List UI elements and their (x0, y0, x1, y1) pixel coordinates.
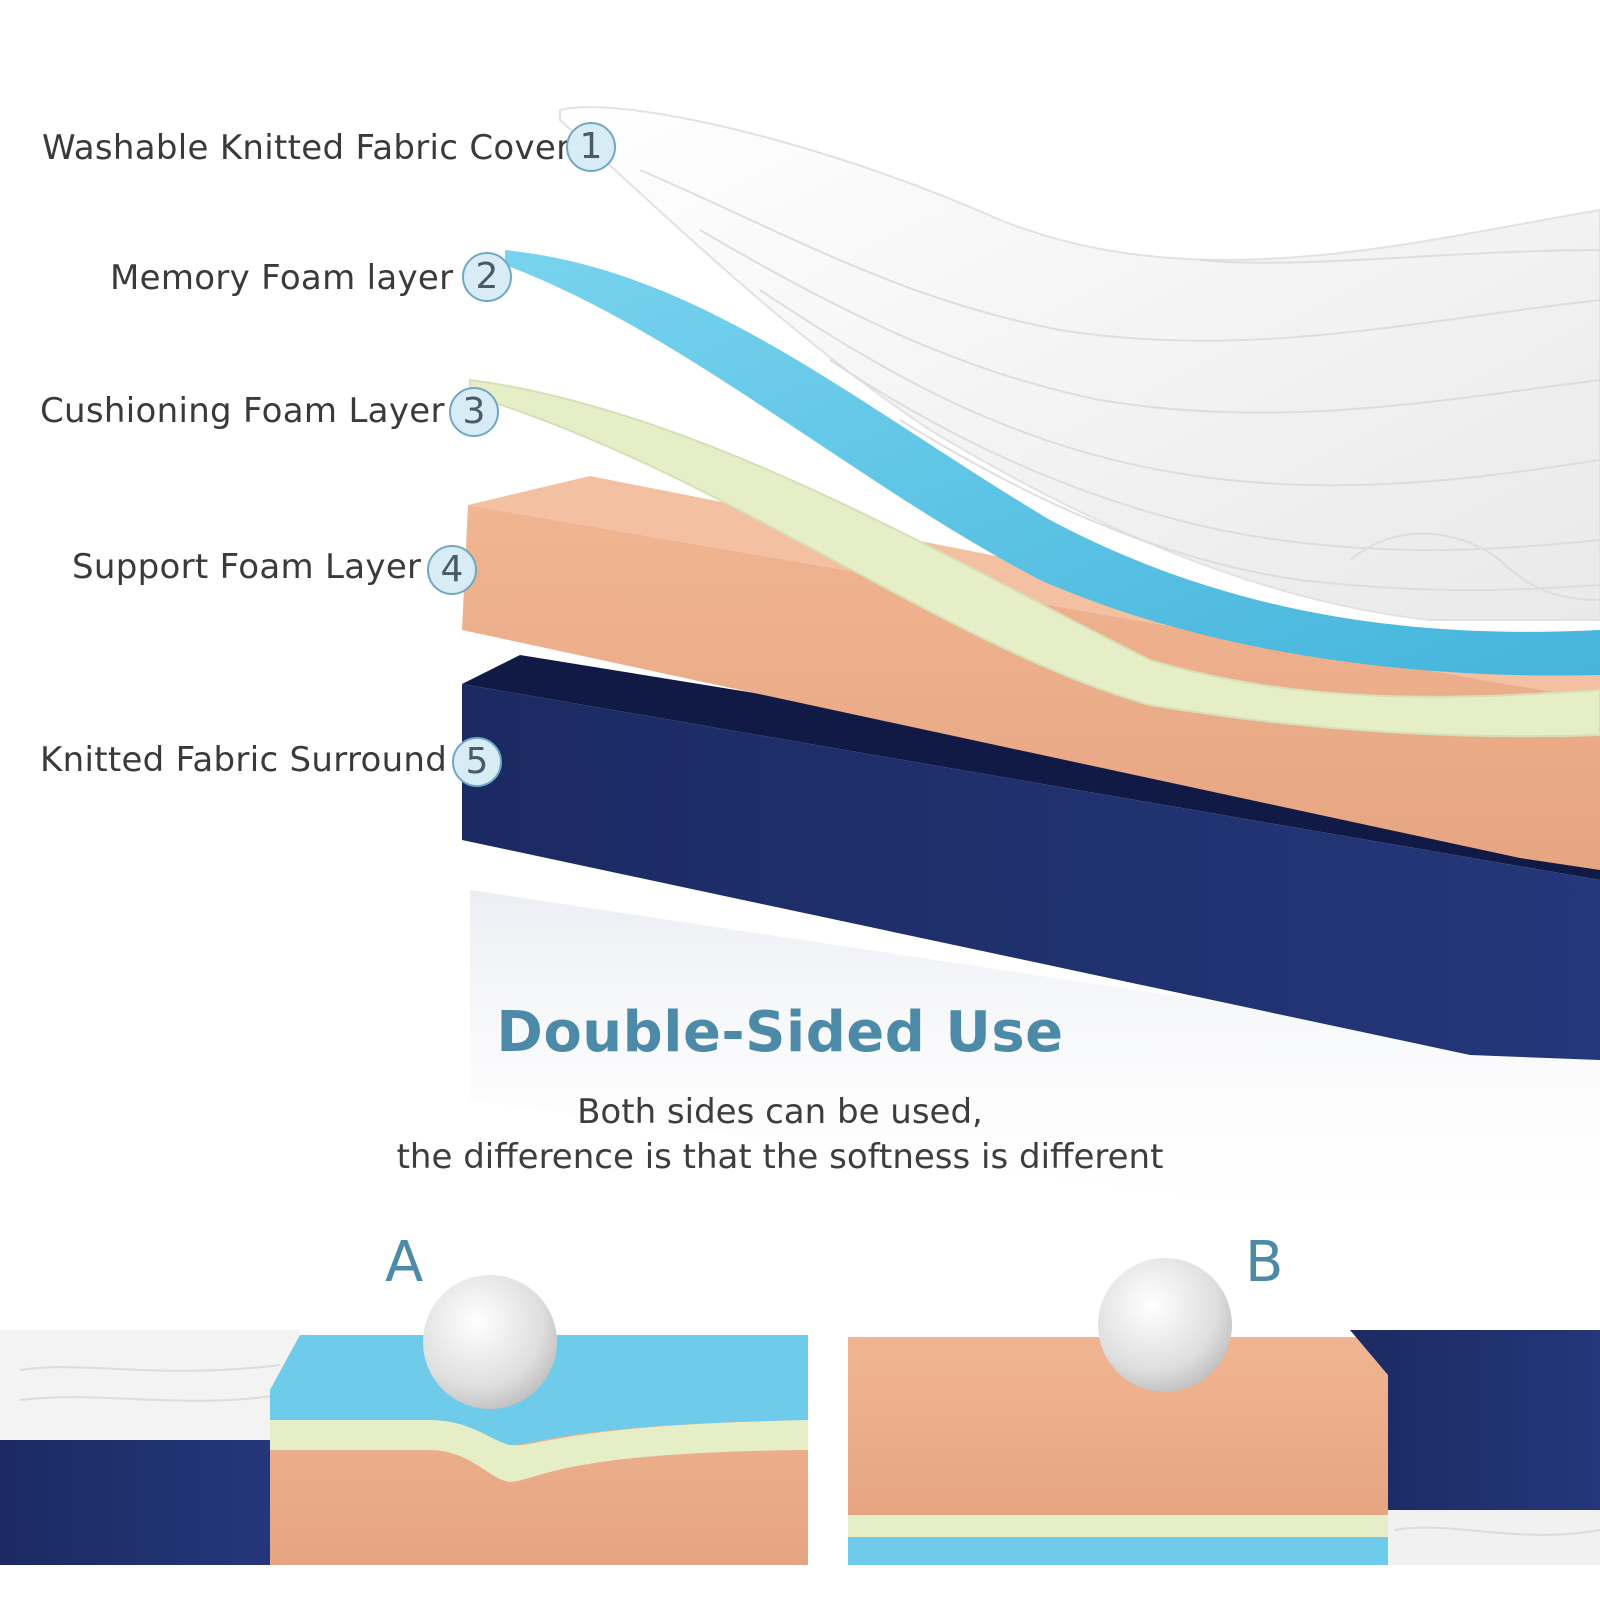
layer-badge-4: 4 (427, 545, 477, 595)
side-b-label: B (1245, 1230, 1284, 1295)
layer-label-fabric-surround: Knitted Fabric Surround (40, 740, 448, 780)
double-sided-line1: Both sides can be used, (577, 1092, 983, 1132)
layer-label-memory-foam: Memory Foam layer (110, 258, 454, 298)
mattress-reflection (470, 890, 1600, 1250)
layer-badge-2: 2 (462, 252, 512, 302)
double-sided-line2: the difference is that the softness is d… (396, 1137, 1164, 1177)
cover-texture (639, 169, 1600, 601)
layer-badge-5: 5 (452, 737, 502, 787)
side-b-diagram (848, 1258, 1600, 1565)
surround-block (462, 655, 1600, 1060)
layer-label-support-foam: Support Foam Layer (72, 547, 422, 587)
cover-sheet (559, 106, 1600, 622)
test-ball-b (1098, 1258, 1232, 1392)
layer-label-cushioning-foam: Cushioning Foam Layer (40, 391, 445, 431)
layer-label-cover: Washable Knitted Fabric Cover (42, 128, 571, 168)
cushion-foam-sheet (469, 378, 1600, 738)
test-ball-a (423, 1275, 557, 1409)
double-sided-title: Double-Sided Use (496, 1000, 1064, 1065)
memory-foam-sheet (505, 250, 1600, 676)
layer-badge-1: 1 (566, 122, 616, 172)
side-a-diagram (0, 1275, 808, 1565)
side-a-label: A (385, 1230, 424, 1295)
layer-badge-3: 3 (449, 387, 499, 437)
